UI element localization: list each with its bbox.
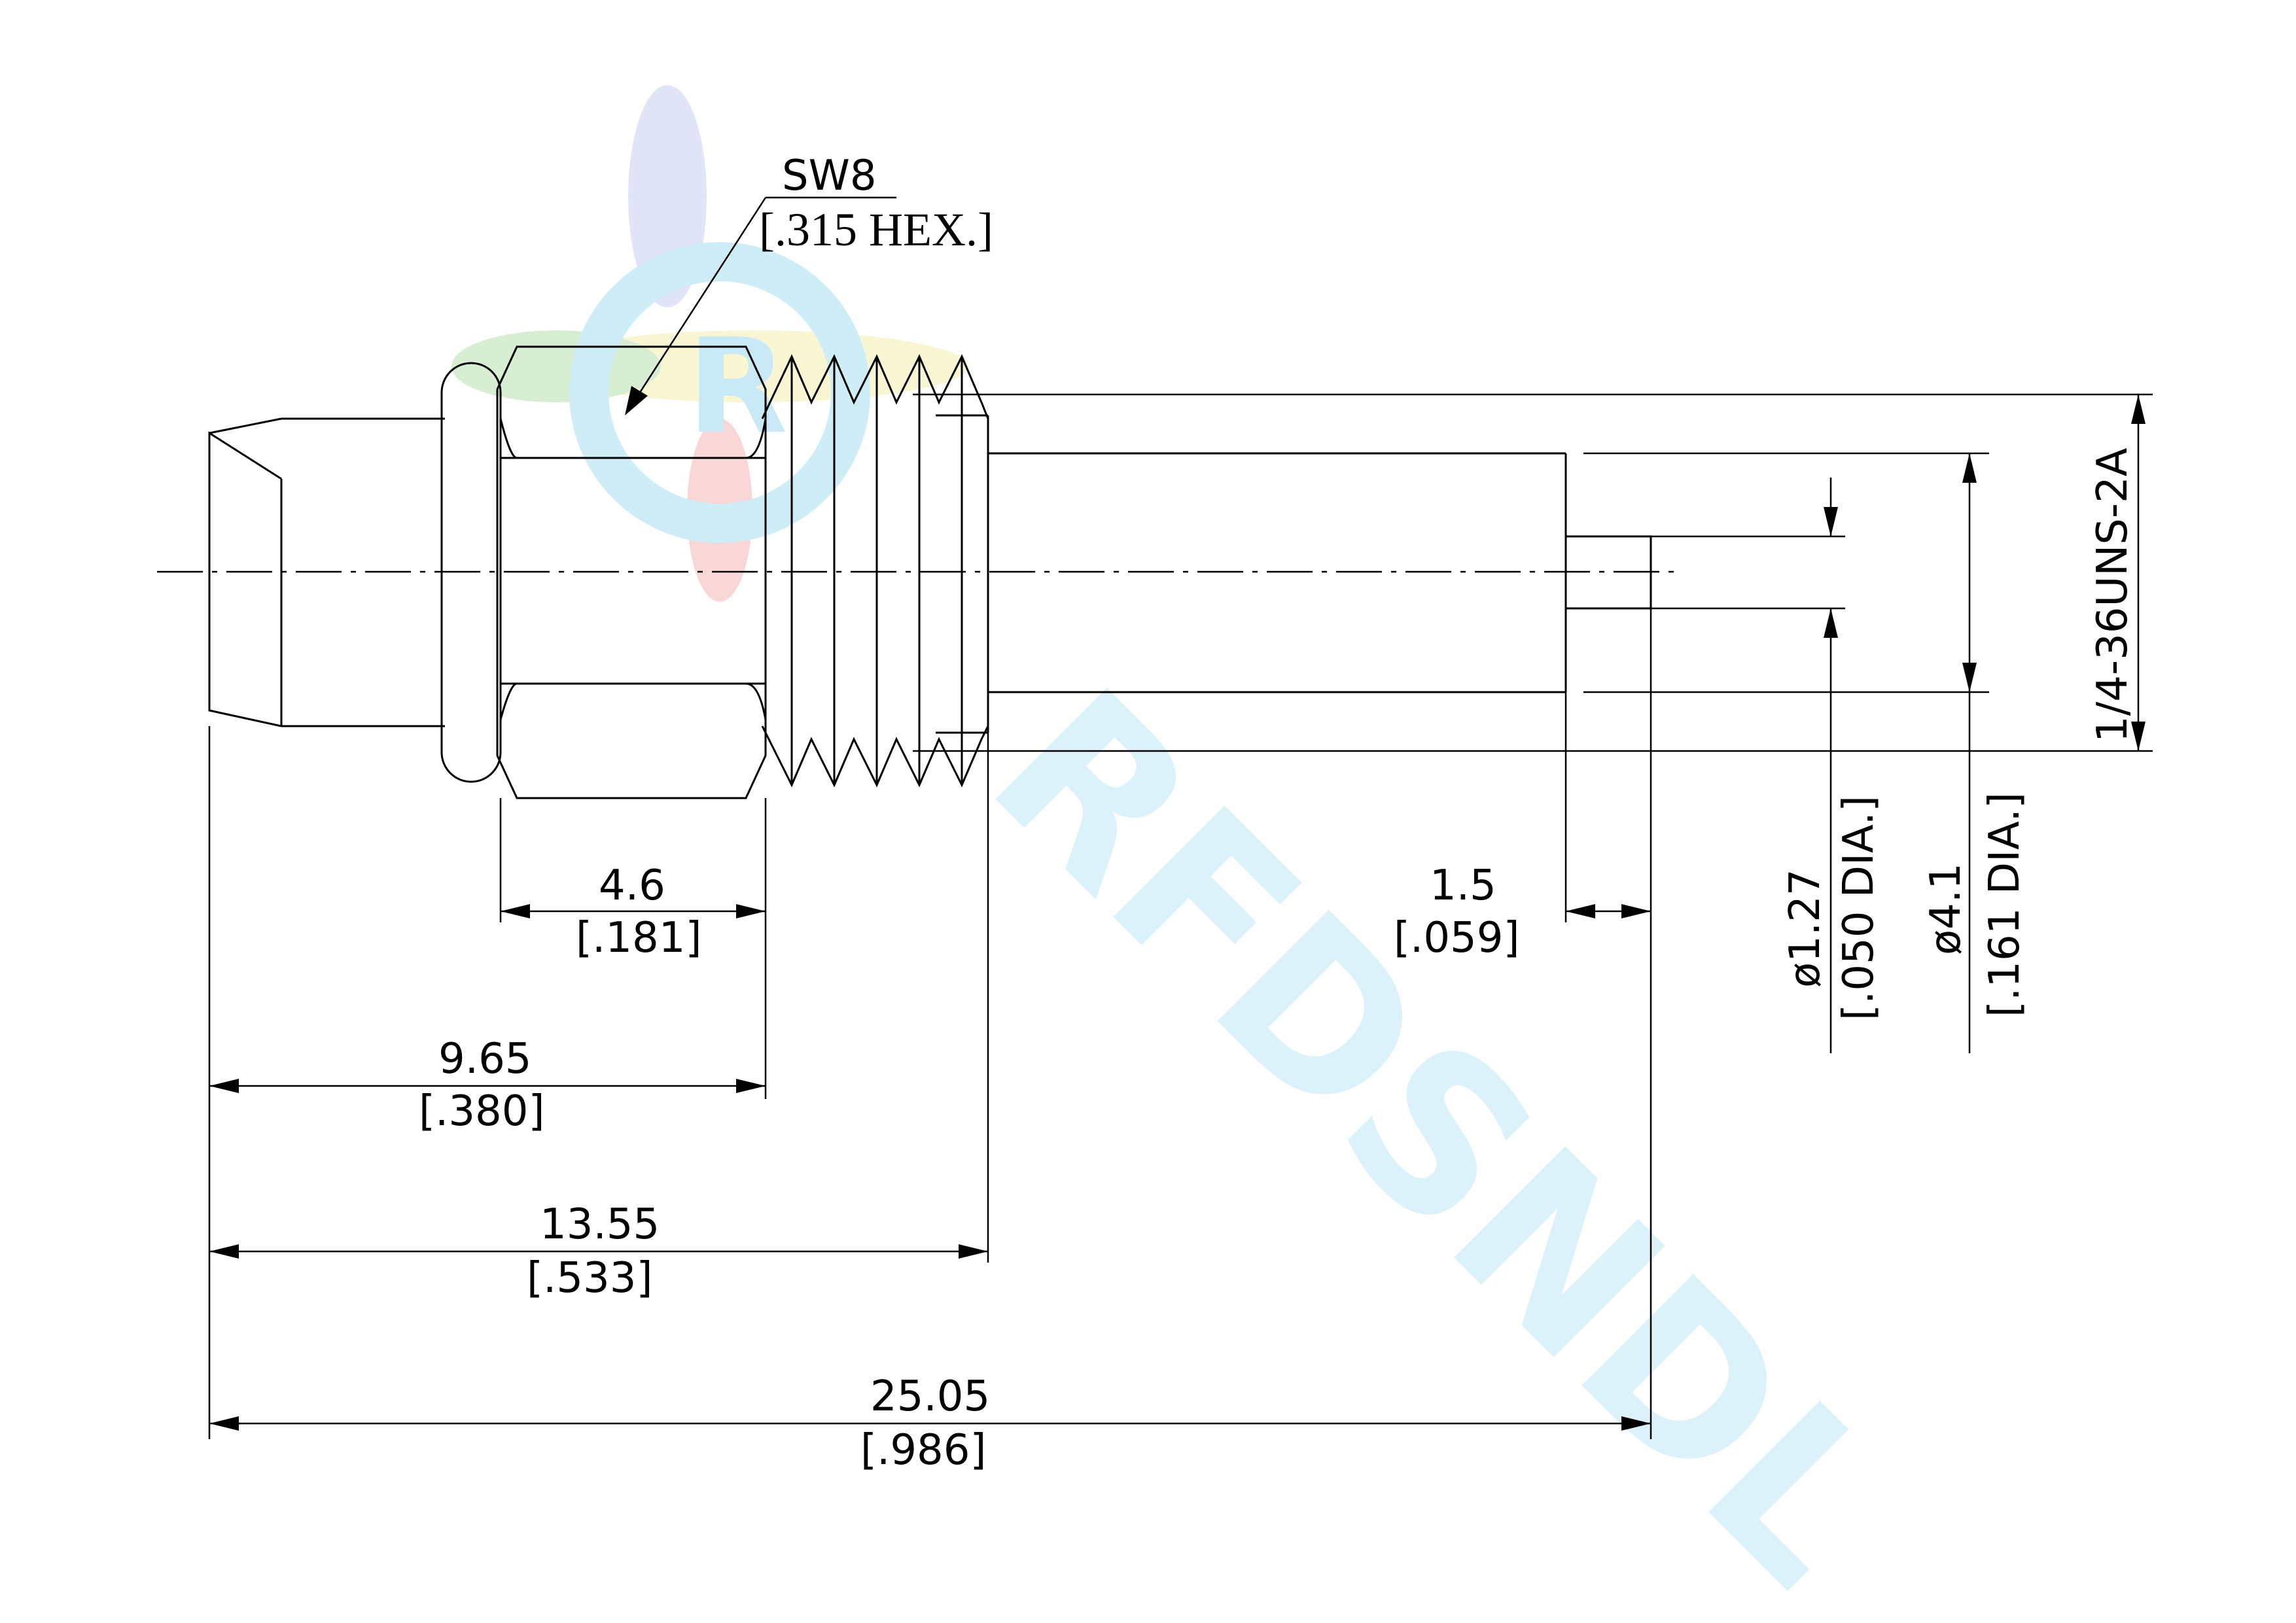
dim-overall-length-imperial: [.986] (860, 1426, 986, 1475)
dim-overall-length: 25.05 [.986] (209, 1372, 1651, 1475)
dim-thread-start-metric: 9.65 (438, 1035, 532, 1083)
dim-pin-protrusion: 1.5 [.059] (1394, 862, 1651, 962)
dim-thread-spec: 1/4-36UNS-2A (2089, 394, 2146, 751)
dim-hex-width-metric: 4.6 (599, 862, 665, 910)
flange (440, 362, 502, 783)
dim-thread-start-imperial: [.380] (419, 1087, 544, 1136)
dim-body-diameter-metric: ø4.1 (1922, 863, 1970, 955)
dim-body-diameter-imperial: [.161 DIA.] (1981, 792, 2029, 1017)
dim-pin-protrusion-imperial: [.059] (1394, 914, 1519, 962)
extension-lines (208, 393, 2153, 1439)
dim-thread-end-imperial: [.533] (527, 1254, 652, 1302)
callout-metric: SW8 (782, 152, 877, 200)
watermark-text: RFDSNDL (945, 644, 1934, 1623)
dim-pin-diameter-imperial: [.050 DIA.] (1835, 795, 1883, 1021)
dim-overall-length-metric: 25.05 (870, 1372, 990, 1421)
thread-section (761, 354, 989, 788)
dim-thread-start: 9.65 [.380] (209, 1035, 766, 1136)
dim-pin-diameter-metric: ø1.27 (1781, 869, 1829, 988)
dim-thread-end-metric: 13.55 (540, 1200, 660, 1249)
dim-thread-end: 13.55 [.533] (209, 1200, 988, 1302)
dim-body-diameter: ø4.1 [.161 DIA.] (1922, 453, 2029, 1053)
center-pin (1564, 535, 1652, 610)
front-body (988, 452, 1567, 693)
watermark-logo: R RFDSNDL (451, 85, 1934, 1623)
dim-thread-spec-label: 1/4-36UNS-2A (2089, 447, 2137, 742)
dim-pin-protrusion-metric: 1.5 (1430, 862, 1496, 910)
dim-hex-width-imperial: [.181] (576, 914, 701, 962)
hex-nut (496, 345, 767, 799)
svg-text:R: R (687, 311, 788, 463)
dim-pin-diameter: ø1.27 [.050 DIA.] (1781, 478, 1883, 1053)
callout-imperial: [.315 HEX.] (759, 203, 993, 256)
rear-body (208, 417, 445, 727)
hex-callout: SW8 [.315 HEX.] (625, 152, 993, 415)
dim-hex-width: 4.6 [.181] (501, 862, 766, 962)
